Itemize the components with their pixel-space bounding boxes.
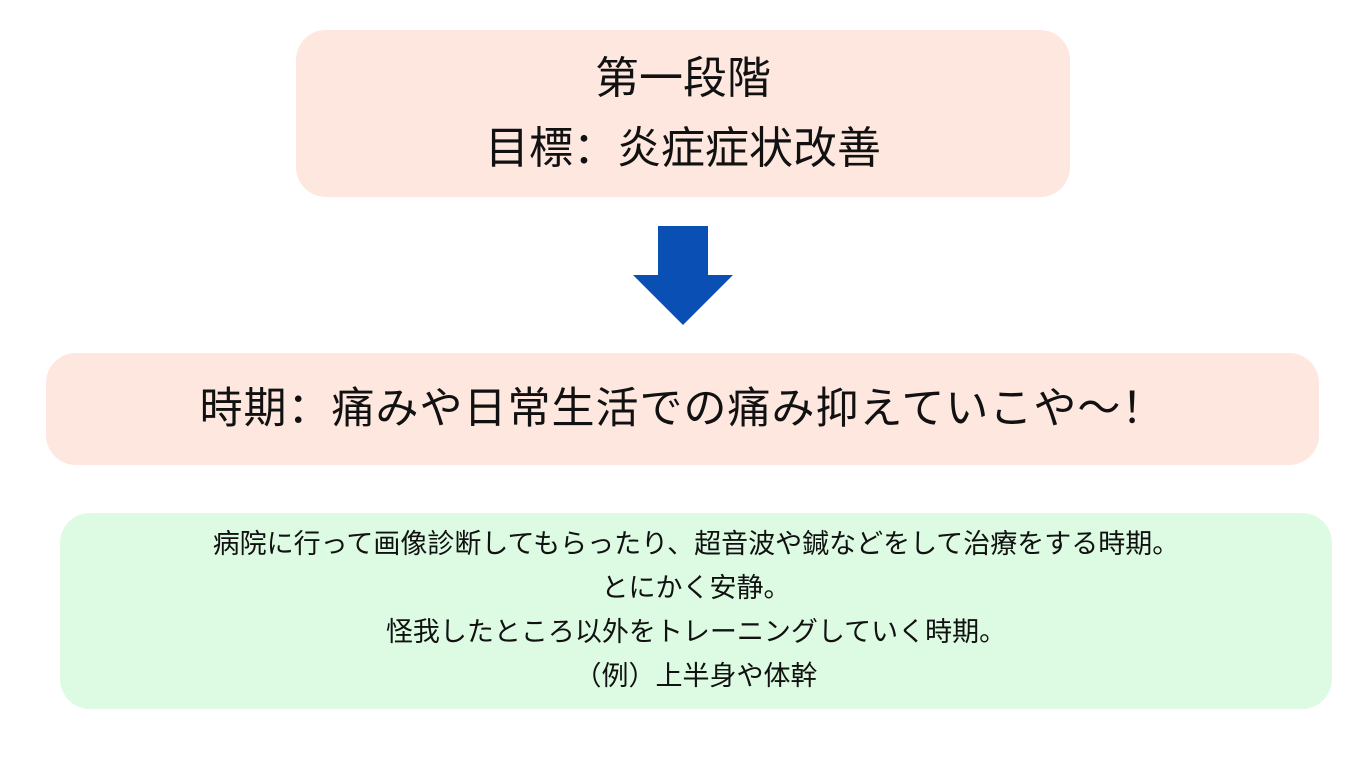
period-box: 時期：痛みや日常生活での痛み抑えていこや～！	[46, 353, 1319, 465]
stage-title: 第一段階	[595, 52, 771, 104]
arrow-down-shape	[633, 226, 733, 325]
stage-goal: 目標：炎症症状改善	[485, 122, 881, 174]
period-text: 時期：痛みや日常生活での痛み抑えていこや～！	[199, 384, 1166, 434]
detail-line-4: （例）上半身や体幹	[574, 661, 818, 692]
stage-box: 第一段階 目標：炎症症状改善	[296, 30, 1070, 197]
detail-box: 病院に行って画像診断してもらったり、超音波や鍼などをして治療をする時期。 とにか…	[60, 513, 1332, 709]
arrow-down-icon	[633, 226, 733, 325]
detail-line-2: とにかく安静。	[601, 573, 791, 604]
detail-line-3: 怪我したところ以外をトレーニングしていく時期。	[385, 617, 1007, 648]
detail-line-1: 病院に行って画像診断してもらったり、超音波や鍼などをして治療をする時期。	[212, 529, 1180, 560]
